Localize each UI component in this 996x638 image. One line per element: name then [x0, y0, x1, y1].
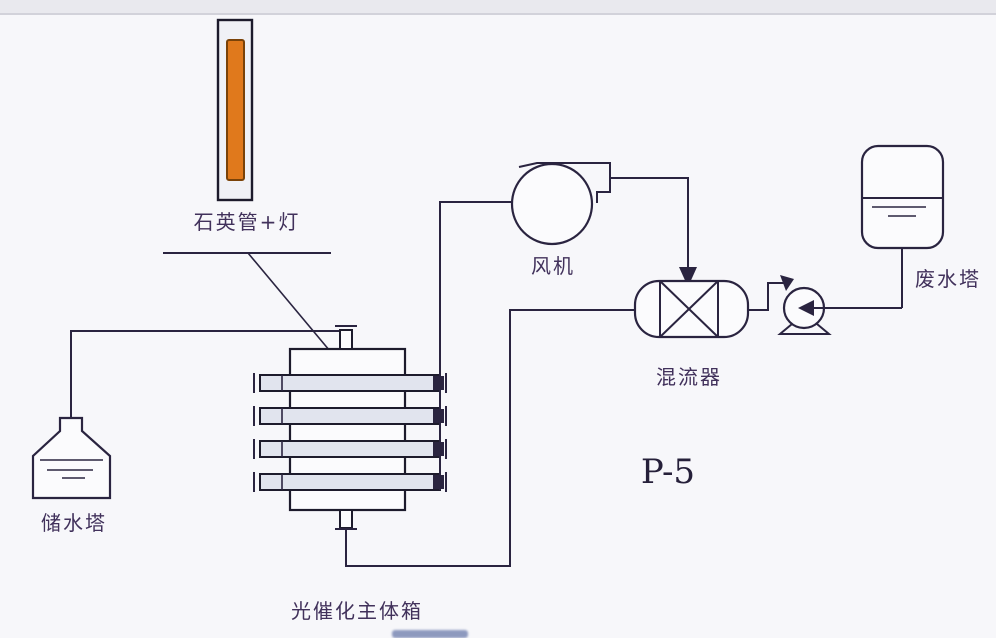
storage-tower-label: 储水塔 — [41, 511, 107, 535]
water-storage-tower-icon — [31, 416, 112, 500]
flow-arrow-up-left — [780, 275, 794, 291]
flow-arrow-down — [679, 267, 697, 287]
quartz-lamp-label: 石英管+灯 — [194, 210, 301, 234]
tube-bar — [253, 373, 447, 393]
static-mixer-icon — [633, 279, 750, 339]
bottom-nozzle — [339, 509, 353, 529]
pump-tag-label: P-5 — [641, 452, 695, 492]
blower-fan-icon — [510, 162, 611, 246]
pipe-fan-to-mixer — [610, 177, 697, 287]
pump-icon — [777, 286, 902, 335]
tube-bar — [253, 439, 447, 459]
flow-arrow-left — [798, 300, 814, 316]
top-nozzle — [339, 329, 353, 350]
pipe-box-to-mixer — [345, 309, 635, 567]
lamp-glow-icon — [226, 39, 245, 181]
waste-tower-label: 废水塔 — [915, 267, 981, 291]
fan-label: 风机 — [531, 254, 575, 278]
waste-water-tower-icon — [860, 144, 945, 308]
mixer-label: 混流器 — [656, 365, 722, 389]
pipe-pump-to-mixer — [748, 275, 794, 311]
quartz-tube-lamp-icon — [216, 18, 254, 202]
top-margin-band — [0, 0, 996, 15]
bottom-progress-smudge — [392, 630, 468, 638]
tube-bar — [253, 472, 447, 492]
main-box-label: 光催化主体箱 — [291, 599, 423, 623]
quartz-tube-bank — [253, 373, 447, 492]
pipe-box-to-fan — [439, 201, 513, 490]
pipe-storage-to-box — [70, 330, 340, 418]
photocatalytic-main-box-icon — [253, 325, 447, 530]
tube-bar — [253, 406, 447, 426]
